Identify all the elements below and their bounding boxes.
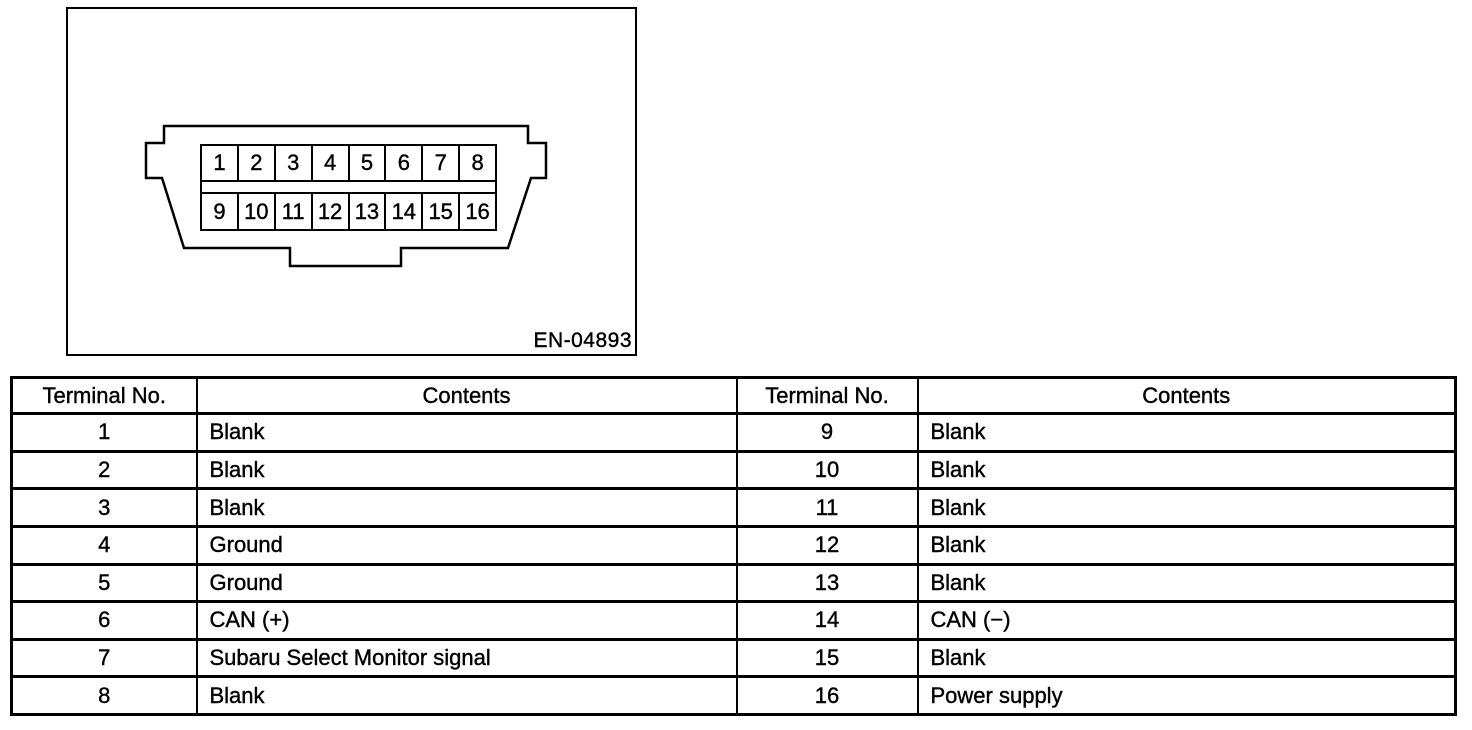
pin-9: 9 <box>202 194 239 229</box>
table-row: 4 Ground 12 Blank <box>10 524 1457 566</box>
terminal-contents: Subaru Select Monitor signal <box>195 637 738 679</box>
terminal-contents: Ground <box>195 562 738 604</box>
terminal-no: 14 <box>735 600 919 641</box>
terminal-no: 6 <box>10 600 198 641</box>
terminal-contents: Blank <box>195 487 738 528</box>
terminal-no: 3 <box>10 487 198 528</box>
pin-5: 5 <box>350 146 387 180</box>
pin-10: 10 <box>239 194 276 229</box>
pin-12: 12 <box>313 194 350 229</box>
terminal-table: Terminal No. Contents Terminal No. Conte… <box>10 376 1457 716</box>
terminal-no: 8 <box>10 675 198 716</box>
table-row: 3 Blank 11 Blank <box>10 487 1457 528</box>
pin-16: 16 <box>465 198 490 224</box>
pin-4: 4 <box>313 146 350 180</box>
table-header-row: Terminal No. Contents Terminal No. Conte… <box>10 376 1457 415</box>
terminal-no: 13 <box>735 562 919 604</box>
terminal-no: 4 <box>10 524 198 566</box>
pin-3: 3 <box>276 146 313 180</box>
terminal-no: 10 <box>735 449 919 491</box>
terminal-no: 1 <box>10 412 198 453</box>
terminal-no: 2 <box>10 449 198 491</box>
header-terminal-no-right: Terminal No. <box>735 376 919 415</box>
pin-2: 2 <box>239 146 276 180</box>
connector-figure: 1 2 3 4 5 6 7 8 9 10 11 12 13 14 15 16 E… <box>66 7 637 356</box>
terminal-contents: Blank <box>195 449 738 491</box>
terminal-no: 9 <box>735 412 919 453</box>
terminal-contents: Ground <box>195 524 738 566</box>
table-row: 1 Blank 9 Blank <box>10 412 1457 453</box>
pin-11: 11 <box>276 194 313 229</box>
header-contents-right: Contents <box>916 376 1457 415</box>
table-row: 7 Subaru Select Monitor signal 15 Blank <box>10 637 1457 679</box>
pin-15: 15 <box>423 194 461 229</box>
terminal-contents: Blank <box>195 675 738 716</box>
pin-row-spacer <box>202 182 495 192</box>
terminal-contents: CAN (+) <box>195 600 738 641</box>
pin-row-top: 1 2 3 4 5 6 7 8 <box>202 146 495 182</box>
terminal-no: 15 <box>735 637 919 679</box>
pin-8: 8 <box>471 150 484 175</box>
terminal-no: 5 <box>10 562 198 604</box>
pin-grid: 1 2 3 4 5 6 7 8 9 10 11 12 13 14 15 16 <box>200 144 497 231</box>
table-row: 5 Ground 13 Blank <box>10 562 1457 604</box>
terminal-contents: Blank <box>195 412 738 453</box>
pin-1: 1 <box>202 146 239 180</box>
terminal-no: 11 <box>735 487 919 528</box>
terminal-no: 7 <box>10 637 198 679</box>
table-row: 6 CAN (+) 14 CAN (−) <box>10 600 1457 641</box>
terminal-contents: Blank <box>916 562 1457 604</box>
figure-code-label: EN-04893 <box>533 329 632 352</box>
header-contents-left: Contents <box>195 376 738 415</box>
terminal-contents: Power supply <box>916 675 1457 716</box>
terminal-no: 12 <box>735 524 919 566</box>
terminal-contents: Blank <box>916 412 1457 453</box>
pin-7: 7 <box>423 146 461 180</box>
terminal-contents: CAN (−) <box>916 600 1457 641</box>
table-row: 2 Blank 10 Blank <box>10 449 1457 491</box>
pin-14: 14 <box>386 194 424 229</box>
table-row: 8 Blank 16 Power supply <box>10 675 1457 716</box>
terminal-contents: Blank <box>916 637 1457 679</box>
terminal-contents: Blank <box>916 487 1457 528</box>
pin-6: 6 <box>386 146 424 180</box>
header-terminal-no-left: Terminal No. <box>10 376 198 415</box>
pin-13: 13 <box>350 194 387 229</box>
pin-row-bottom: 9 10 11 12 13 14 15 16 <box>202 192 495 229</box>
terminal-no: 16 <box>735 675 919 716</box>
terminal-contents: Blank <box>916 449 1457 491</box>
terminal-contents: Blank <box>916 524 1457 566</box>
